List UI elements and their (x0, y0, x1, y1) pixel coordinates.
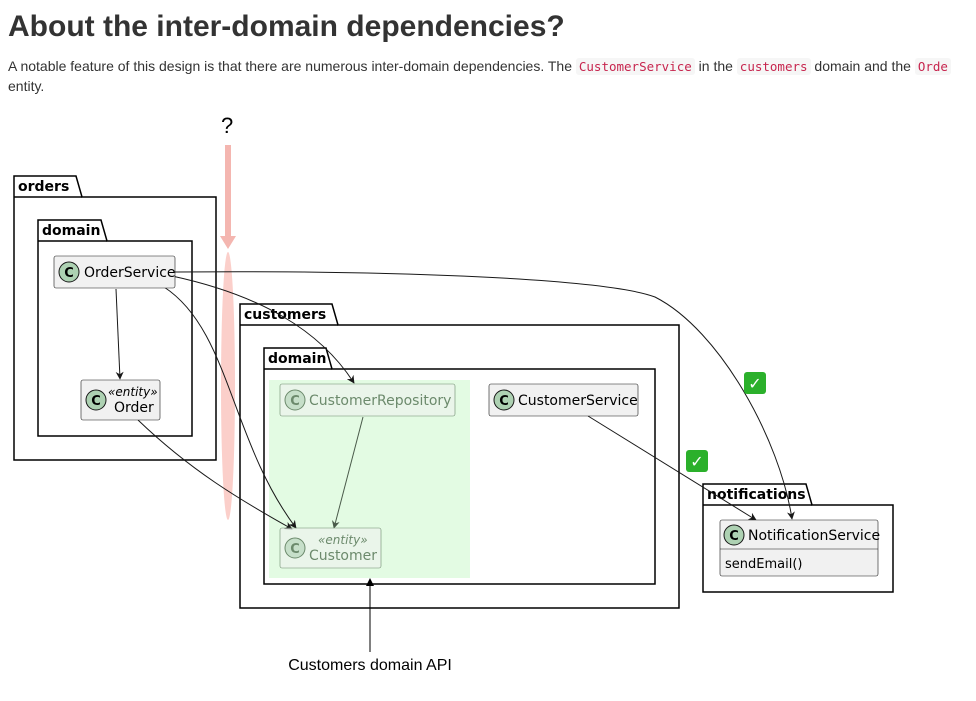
arrow-orderservice-customer (163, 286, 297, 529)
package-label-customers-domain: domain (268, 351, 326, 367)
code-customers: customers (736, 58, 811, 75)
svg-text:C: C (499, 394, 509, 409)
intro-paragraph: A notable feature of this design is that… (8, 56, 960, 96)
class-glyph-icon (284, 389, 306, 411)
class-name-order: Order (114, 400, 154, 416)
svg-text:✓: ✓ (748, 374, 761, 393)
page-title: About the inter-domain dependencies? (8, 10, 565, 43)
class-name-customer: Customer (309, 548, 377, 564)
stereotype-order: «entity» (108, 385, 158, 399)
class-notification-service: C NotificationService sendEmail() (719, 519, 880, 577)
dependency-arrows (115, 271, 795, 530)
package-label-notifications: notifications (707, 487, 806, 503)
class-name-notification-service: NotificationService (748, 528, 880, 544)
intro-text-line2: entity. (8, 78, 45, 94)
arrow-orderservice-customerrepository (171, 275, 355, 384)
api-note-arrowhead (366, 578, 374, 586)
svg-text:✓: ✓ (690, 452, 703, 471)
arrow-order-customer (137, 419, 293, 530)
arrow-orderservice-order (115, 288, 124, 380)
pink-marker-arrowhead (220, 236, 236, 249)
arrow-customerservice-notificationservice (587, 415, 757, 521)
arrow-orderservice-notificationservice (174, 271, 795, 520)
api-note-label: Customers domain API (288, 657, 452, 674)
package-label-orders: orders (18, 179, 69, 195)
question-mark: ? (221, 113, 233, 138)
intro-text: domain and the (810, 58, 915, 74)
arrow-customerrepository-customer (331, 416, 364, 529)
pink-marker-shaft (225, 145, 231, 237)
code-order-truncated: Orde (914, 58, 951, 75)
svg-text:C: C (729, 529, 739, 544)
svg-text:C: C (290, 542, 300, 557)
code-customer-service: CustomerService (575, 58, 695, 75)
checkmark-icon: ✓ (744, 372, 766, 394)
svg-text:C: C (64, 266, 74, 281)
checkmark-icon: ✓ (686, 450, 708, 472)
class-name-customer-repository: CustomerRepository (309, 393, 451, 409)
class-glyph-icon (58, 261, 80, 283)
class-order-service: C OrderService (53, 255, 176, 289)
svg-text:C: C (91, 394, 101, 409)
class-member-send-email: sendEmail() (725, 557, 802, 572)
class-customer-service: C CustomerService (488, 383, 639, 417)
class-glyph-icon (284, 537, 306, 559)
class-glyph-icon (493, 389, 515, 411)
svg-text:C: C (290, 394, 300, 409)
stereotype-customer: «entity» (318, 533, 368, 547)
class-name-customer-service: CustomerService (518, 393, 638, 409)
class-customer: C «entity» Customer (279, 527, 382, 569)
class-name-order-service: OrderService (84, 265, 176, 281)
package-label-orders-domain: domain (42, 223, 100, 239)
intro-text: in the (694, 58, 737, 74)
class-order: C «entity» Order (80, 379, 161, 421)
class-glyph-icon (85, 389, 107, 411)
class-customer-repository: C CustomerRepository (279, 383, 456, 417)
package-label-customers: customers (244, 307, 326, 323)
intro-text: A notable feature of this design is that… (8, 58, 576, 74)
class-glyph-icon (723, 524, 745, 546)
